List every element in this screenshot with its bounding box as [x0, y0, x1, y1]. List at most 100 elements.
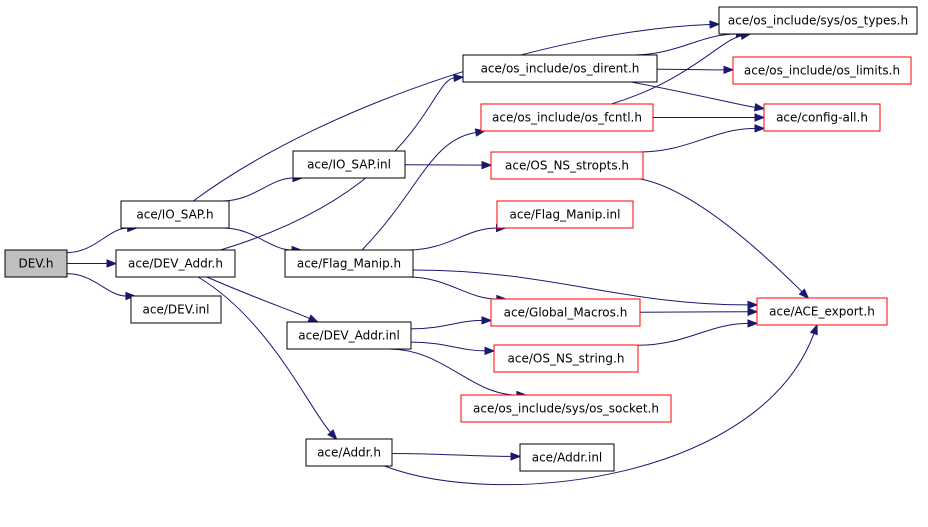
node-label: ace/os_include/sys/os_socket.h	[473, 402, 659, 416]
node-box	[130, 295, 222, 324]
node-box	[519, 443, 615, 472]
node-os-ns-stropts-h[interactable]: ace/OS_NS_stropts.h	[490, 151, 644, 180]
edge-line	[66, 273, 126, 297]
edge-line	[391, 452, 512, 457]
edge-dev-h-to-dev-addr-h	[67, 259, 118, 268]
edge-line	[656, 68, 725, 71]
node-label: DEV.h	[19, 257, 54, 271]
node-label: ace/ACE_export.h	[769, 305, 875, 319]
node-box	[462, 54, 658, 83]
node-box	[460, 394, 672, 423]
edge-os-dirent-h-to-config-all-h	[631, 81, 766, 112]
arrowhead-icon	[307, 314, 320, 323]
edge-line	[408, 227, 497, 251]
edge-line	[410, 341, 486, 352]
arrowhead-icon	[125, 291, 137, 301]
edge-dev-addr-h-to-os-dirent-h	[220, 73, 465, 251]
node-global-macros-h[interactable]: ace/Global_Macros.h	[490, 298, 641, 327]
node-box	[490, 298, 641, 327]
arrowhead-icon	[106, 259, 118, 268]
arrowhead-icon	[481, 160, 493, 170]
node-label: ace/os_include/os_fcntl.h	[492, 111, 642, 125]
node-os-limits-h[interactable]: ace/os_include/os_limits.h	[732, 56, 912, 85]
edge-addr-h-to-addr-inl	[391, 452, 522, 461]
edge-io-sap-h-to-io-sap-inl	[221, 173, 304, 202]
node-dev-h[interactable]: DEV.h	[4, 249, 68, 278]
node-os-fcntl-h[interactable]: ace/os_include/os_fcntl.h	[480, 103, 654, 132]
arrowhead-icon	[798, 288, 810, 299]
arrowhead-icon	[754, 124, 766, 133]
node-addr-inl[interactable]: ace/Addr.inl	[519, 443, 615, 472]
node-dev-inl[interactable]: ace/DEV.inl	[130, 295, 222, 324]
node-ace-export-h[interactable]: ace/ACE_export.h	[756, 297, 888, 326]
edge-line	[637, 322, 749, 346]
arrowhead-icon	[753, 103, 766, 112]
arrowhead-icon	[327, 429, 338, 441]
node-flag-manip-h[interactable]: ace/Flag_Manip.h	[284, 249, 414, 278]
edge-line	[389, 348, 517, 396]
arrowhead-icon	[747, 300, 759, 310]
node-os-types-h[interactable]: ace/os_include/sys/os_types.h	[718, 6, 918, 35]
node-box	[292, 150, 406, 179]
edge-addr-h-to-ace-export-h	[384, 323, 818, 486]
node-dev-addr-h[interactable]: ace/DEV_Addr.h	[115, 249, 236, 278]
node-os-ns-string-h[interactable]: ace/OS_NS_string.h	[493, 344, 639, 373]
node-box	[284, 249, 414, 278]
node-box	[732, 56, 912, 85]
node-box	[305, 438, 393, 467]
arrowhead-icon	[723, 65, 735, 75]
edge-line	[206, 276, 310, 319]
edge-line	[640, 178, 803, 293]
node-label: ace/OS_NS_stropts.h	[505, 159, 629, 173]
node-label: ace/DEV_Addr.inl	[298, 329, 400, 343]
edge-line	[638, 127, 756, 153]
node-addr-h[interactable]: ace/Addr.h	[305, 438, 393, 467]
edge-line	[221, 177, 294, 202]
edge-os-dirent-h-to-os-limits-h	[656, 65, 735, 75]
edge-dev-addr-inl-to-global-macros-h	[410, 316, 493, 330]
edge-flag-manip-h-to-os-fcntl-h	[361, 128, 487, 251]
node-label: ace/os_include/os_limits.h	[744, 64, 900, 78]
edge-line	[197, 276, 331, 433]
nodes-layer: DEV.h ace/IO_SAP.h ace/DEV_Addr.h ace/DEV.i…	[4, 6, 918, 472]
edge-line	[412, 269, 749, 306]
node-label: ace/OS_NS_string.h	[508, 352, 625, 366]
node-io-sap-inl[interactable]: ace/IO_SAP.inl	[292, 150, 406, 179]
edge-dev-addr-inl-to-os-ns-string-h	[410, 341, 496, 356]
node-dev-addr-inl[interactable]: ace/DEV_Addr.inl	[286, 321, 412, 350]
arrowhead-icon	[484, 346, 496, 356]
edge-os-ns-string-h-to-ace-export-h	[637, 319, 759, 346]
edge-line	[361, 131, 477, 251]
node-box	[763, 103, 881, 132]
node-label: ace/IO_SAP.inl	[307, 158, 391, 172]
node-flag-manip-inl[interactable]: ace/Flag_Manip.inl	[496, 200, 634, 229]
arrowhead-icon	[481, 316, 493, 325]
edge-line	[192, 23, 711, 202]
node-label: ace/DEV_Addr.h	[128, 257, 223, 271]
node-os-socket-h[interactable]: ace/os_include/sys/os_socket.h	[460, 394, 672, 423]
node-label: ace/Flag_Manip.h	[297, 257, 401, 271]
node-io-sap-h[interactable]: ace/IO_SAP.h	[120, 200, 230, 229]
edge-line	[410, 319, 483, 330]
edges-layer	[66, 20, 818, 486]
arrowhead-icon	[510, 452, 522, 461]
arrowhead-icon	[747, 307, 759, 316]
arrowhead-icon	[754, 113, 766, 122]
node-os-dirent-h[interactable]: ace/os_include/os_dirent.h	[462, 54, 658, 83]
node-label: ace/os_include/os_dirent.h	[481, 62, 640, 76]
edge-io-sap-h-to-os-types-h	[192, 20, 721, 202]
node-box	[718, 6, 918, 35]
arrowhead-icon	[709, 20, 721, 29]
node-label: ace/Global_Macros.h	[504, 306, 628, 320]
arrowhead-icon	[747, 319, 759, 328]
node-box	[480, 103, 654, 132]
node-label: ace/DEV.inl	[143, 303, 210, 317]
edge-line	[631, 81, 756, 108]
edge-dev-addr-h-to-addr-h	[197, 276, 338, 441]
node-label: ace/config-all.h	[776, 111, 868, 125]
edge-io-sap-inl-to-os-ns-stropts-h	[404, 160, 493, 170]
node-config-all-h[interactable]: ace/config-all.h	[763, 103, 881, 132]
edge-os-ns-stropts-h-to-config-all-h	[638, 124, 766, 153]
node-label: ace/IO_SAP.h	[136, 208, 213, 222]
